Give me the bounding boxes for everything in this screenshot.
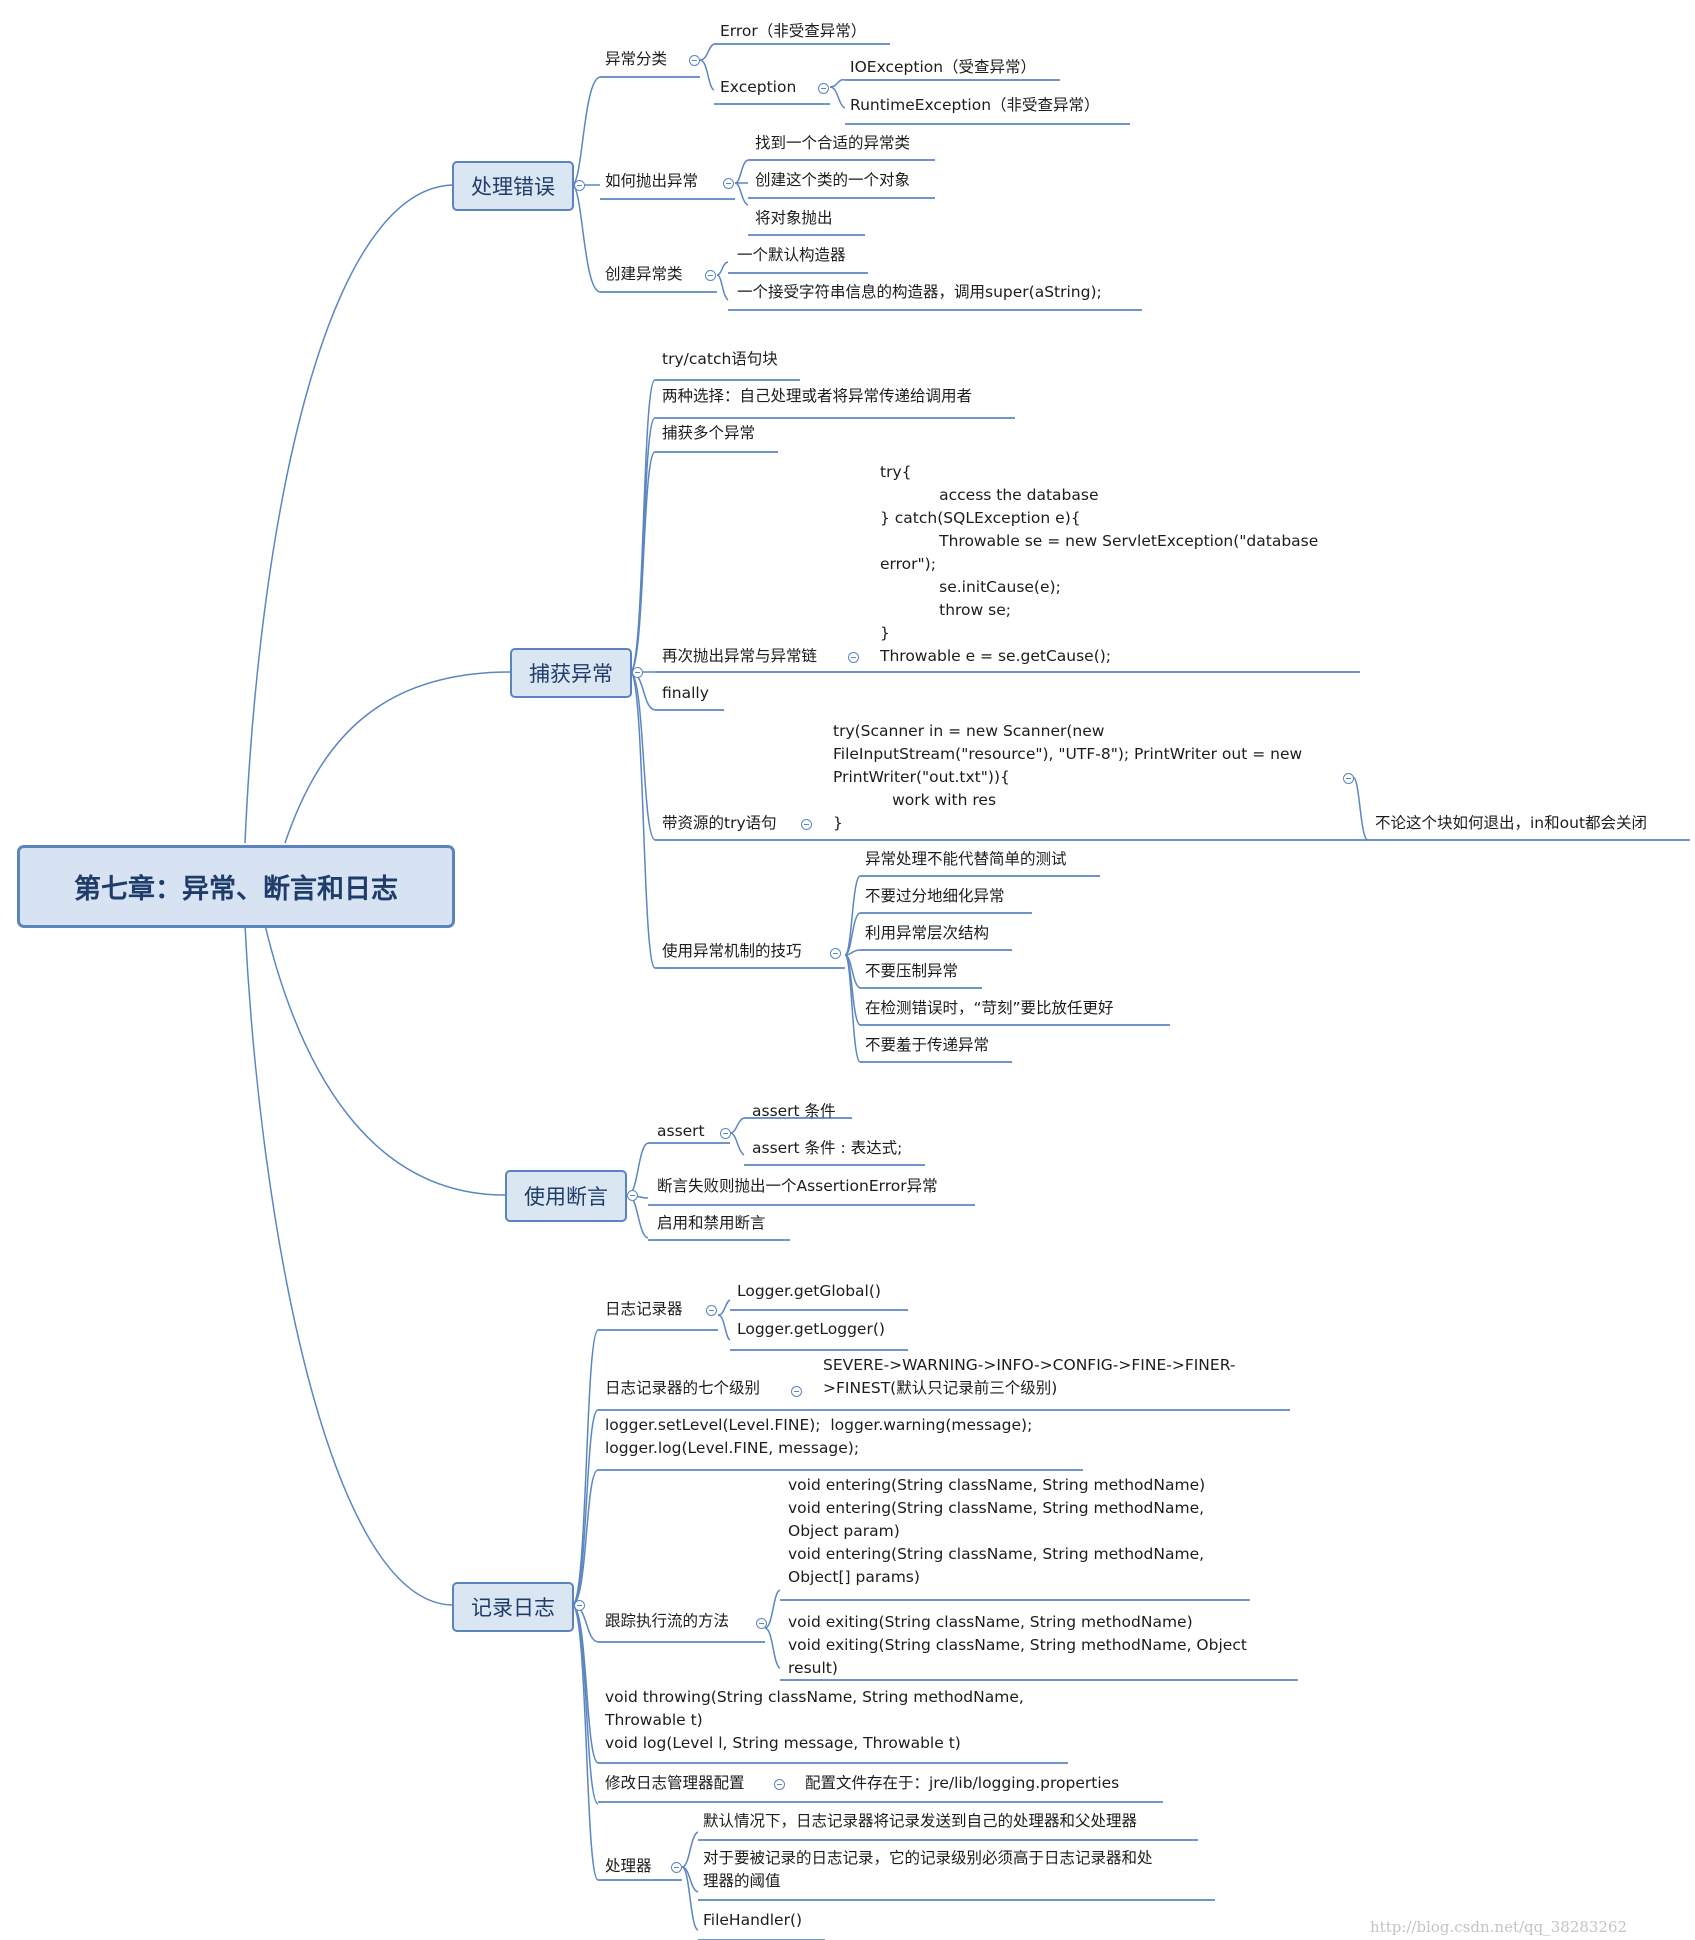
node-assert[interactable]: assert [657,1122,705,1140]
branch-topic-catching[interactable]: 捕获异常 [510,648,632,698]
collapse-toggle-icon[interactable] [705,270,716,281]
branch-label: 处理错误 [471,175,555,199]
collapse-toggle-icon[interactable] [830,948,841,959]
node-handlers[interactable]: 处理器 [605,1857,652,1875]
node-tip[interactable]: 不要过分地细化异常 [865,887,1005,905]
branch-topic-assertions[interactable]: 使用断言 [505,1170,627,1222]
node-trace-methods[interactable]: 跟踪执行流的方法 [605,1612,730,1630]
collapse-toggle-icon[interactable] [774,1779,785,1790]
node-exception-classification[interactable]: 异常分类 [605,50,668,68]
node-log-levels-text[interactable]: SEVERE->WARNING->INFO->CONFIG->FINE->FIN… [823,1356,1236,1397]
node-tip[interactable]: 不要羞于传递异常 [865,1036,990,1054]
collapse-toggle-icon[interactable] [1343,773,1354,784]
node-set-level[interactable]: logger.setLevel(Level.FINE); logger.warn… [605,1416,1033,1457]
node-entering-methods[interactable]: void entering(String className, String m… [788,1476,1206,1586]
collapse-toggle-icon[interactable] [848,652,859,663]
collapse-toggle-icon[interactable] [756,1618,767,1629]
node-assert-form[interactable]: assert 条件 : 表达式; [752,1139,903,1157]
node-throw-step[interactable]: 将对象抛出 [755,209,833,227]
node-logger-method[interactable]: Logger.getLogger() [737,1320,885,1338]
node-throwing-methods[interactable]: void throwing(String className, String m… [605,1688,1024,1752]
node-assert-enable[interactable]: 启用和禁用断言 [657,1214,766,1232]
node-default-constructor[interactable]: 一个默认构造器 [737,246,846,264]
node-try-with-resources[interactable]: 带资源的try语句 [662,814,777,832]
node-exiting-methods[interactable]: void exiting(String className, String me… [788,1613,1247,1677]
node-exception-tips[interactable]: 使用异常机制的技巧 [662,942,802,960]
node-assert-failure[interactable]: 断言失败则抛出一个AssertionError异常 [657,1177,938,1195]
collapse-toggle-icon[interactable] [706,1305,717,1316]
node-throw-step[interactable]: 找到一个合适的异常类 [755,134,911,152]
node-handler-item[interactable]: 默认情况下，日志记录器将记录发送到自己的处理器和父处理器 [703,1812,1138,1830]
node-handler-item[interactable]: FileHandler() [703,1911,803,1929]
node-ioexception[interactable]: IOException（受查异常） [850,58,1037,76]
root-topic[interactable]: 第七章：异常、断言和日志 [17,845,455,928]
node-assert-form[interactable]: assert 条件 [752,1102,836,1120]
collapse-toggle-icon[interactable] [627,1190,638,1201]
node-try-catch[interactable]: try/catch语句块 [662,350,778,368]
node-two-choices[interactable]: 两种选择：自己处理或者将异常传递给调用者 [662,387,973,405]
branch-label: 使用断言 [524,1185,608,1209]
collapse-toggle-icon[interactable] [632,667,643,678]
root-topic-label: 第七章：异常、断言和日志 [74,874,398,905]
node-resources-note[interactable]: 不论这个块如何退出，in和out都会关闭 [1375,814,1648,832]
node-string-constructor[interactable]: 一个接受字符串信息的构造器，调用super(aString); [737,283,1102,301]
collapse-toggle-icon[interactable] [723,178,734,189]
collapse-toggle-icon[interactable] [791,1386,802,1397]
node-finally[interactable]: finally [662,684,709,702]
node-how-to-throw[interactable]: 如何抛出异常 [605,172,699,190]
node-loggers[interactable]: 日志记录器 [605,1300,683,1318]
collapse-toggle-icon[interactable] [818,83,829,94]
node-exception[interactable]: Exception [720,78,797,96]
node-log-levels[interactable]: 日志记录器的七个级别 [605,1379,761,1397]
collapse-toggle-icon[interactable] [801,819,812,830]
collapse-toggle-icon[interactable] [689,55,700,66]
node-config-file[interactable]: 配置文件存在于：jre/lib/logging.properties [805,1774,1120,1792]
node-create-exception-class[interactable]: 创建异常类 [605,265,683,283]
node-log-manager-config[interactable]: 修改日志管理器配置 [605,1774,745,1792]
node-tip[interactable]: 利用异常层次结构 [865,924,990,942]
node-runtimeexception[interactable]: RuntimeException（非受查异常） [850,96,1100,114]
watermark: http://blog.csdn.net/qq_38283262 [1370,1918,1628,1936]
node-tip[interactable]: 不要压制异常 [865,962,959,980]
node-tip[interactable]: 异常处理不能代替简单的测试 [865,850,1067,868]
collapse-toggle-icon[interactable] [574,180,585,191]
branch-topic-errors[interactable]: 处理错误 [452,161,574,211]
branch-topic-logging[interactable]: 记录日志 [452,1582,574,1632]
node-rethrow-code[interactable]: try{ access the database } catch(SQLExce… [880,463,1319,665]
node-resources-code[interactable]: try(Scanner in = new Scanner(new FileInp… [833,722,1303,832]
collapse-toggle-icon[interactable] [720,1128,731,1139]
node-rethrow-chain[interactable]: 再次抛出异常与异常链 [662,647,818,665]
node-catch-multiple[interactable]: 捕获多个异常 [662,424,756,442]
node-handler-item[interactable]: 对于要被记录的日志记录，它的记录级别必须高于日志记录器和处 理器的阈值 [703,1849,1153,1890]
collapse-toggle-icon[interactable] [671,1862,682,1873]
node-throw-step[interactable]: 创建这个类的一个对象 [755,171,911,189]
node-tip[interactable]: 在检测错误时，“苛刻”要比放任更好 [865,999,1114,1017]
node-logger-method[interactable]: Logger.getGlobal() [737,1282,881,1300]
collapse-toggle-icon[interactable] [574,1600,585,1611]
node-error[interactable]: Error（非受查异常） [720,22,867,40]
branch-label: 捕获异常 [529,662,613,686]
branch-label: 记录日志 [471,1596,555,1620]
